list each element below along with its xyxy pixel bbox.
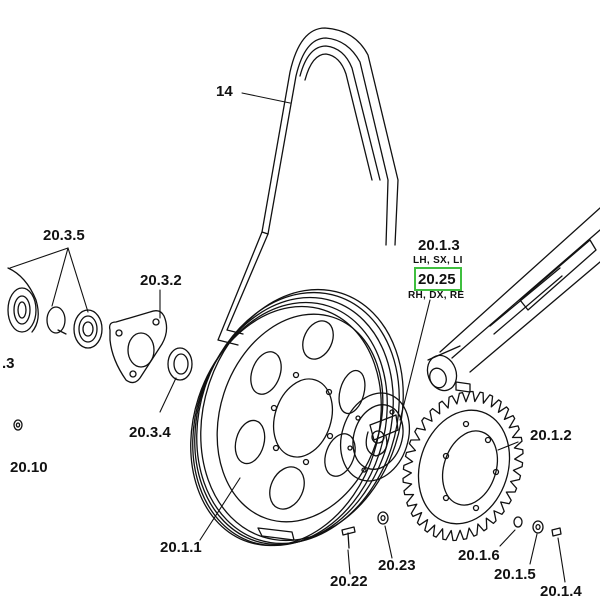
leader-lines (10, 93, 565, 582)
label-20-1-2: 20.1.2 (530, 427, 572, 444)
label-20-25: 20.25 (418, 271, 456, 288)
label-20-10: 20.10 (10, 459, 48, 476)
seal-ring (168, 348, 192, 380)
label-20-3-2: 20.3.2 (140, 272, 182, 289)
small-hardware (14, 420, 561, 548)
hub-assembly (330, 384, 421, 490)
rear-pulley (161, 263, 435, 571)
swing-arm (423, 208, 600, 395)
flange-plate (110, 311, 167, 383)
label-20-3-4: 20.3.4 (129, 424, 171, 441)
drive-belt (218, 28, 398, 345)
sprocket-teeth (403, 392, 523, 541)
label-20-3-5: 20.3.5 (43, 227, 85, 244)
label-20-1-3: 20.1.3 (418, 237, 460, 254)
highlight-box (414, 267, 462, 291)
label-20-1-6: 20.1.6 (458, 547, 500, 564)
label-20-1-4: 20.1.4 (540, 583, 582, 600)
label-3: .3 (2, 355, 15, 372)
label-20-23: 20.23 (378, 557, 416, 574)
label-20-1-1: 20.1.1 (160, 539, 202, 556)
left-bearing-parts (8, 268, 102, 348)
label-20-25-sides: RH, DX, RE (408, 290, 465, 301)
label-20-1-3-sides: LH, SX, LI (413, 255, 463, 266)
label-14: 14 (216, 83, 233, 100)
rear-sprocket (403, 392, 524, 541)
label-20-22: 20.22 (330, 573, 368, 590)
label-20-1-5: 20.1.5 (494, 566, 536, 583)
